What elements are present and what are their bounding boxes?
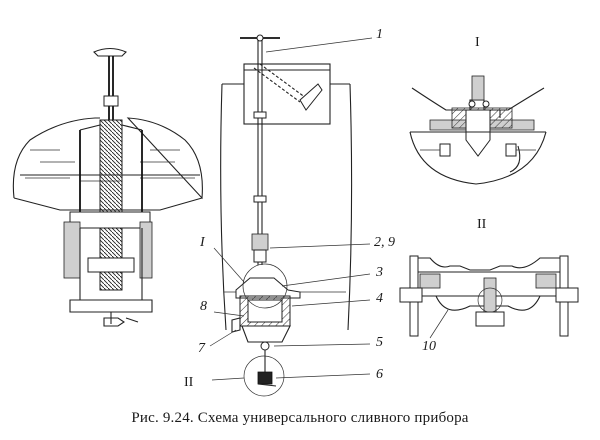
- section-i-detail: [409, 75, 547, 185]
- callout-1: 1: [376, 27, 383, 42]
- callout-leaders: [209, 37, 373, 381]
- center-column-assembly: [220, 34, 353, 397]
- section-ii-detail: [399, 255, 579, 339]
- callout-8: 8: [200, 299, 207, 314]
- callout-7: 7: [198, 341, 206, 356]
- callout-3: 3: [375, 265, 383, 280]
- callout-i: I: [199, 235, 206, 250]
- section-ii-title: II: [477, 217, 487, 232]
- callout-6: 6: [376, 367, 383, 382]
- callout-2-9: 2, 9: [374, 235, 395, 250]
- section-i-title: I: [475, 35, 480, 50]
- callout-ii: II: [184, 375, 194, 390]
- callout-10: 10: [422, 339, 436, 354]
- left-tank-assembly: [12, 47, 203, 327]
- callout-4: 4: [376, 291, 383, 306]
- callout-5: 5: [376, 335, 383, 350]
- figure-caption: Рис. 9.24. Схема универсального сливного…: [131, 410, 469, 426]
